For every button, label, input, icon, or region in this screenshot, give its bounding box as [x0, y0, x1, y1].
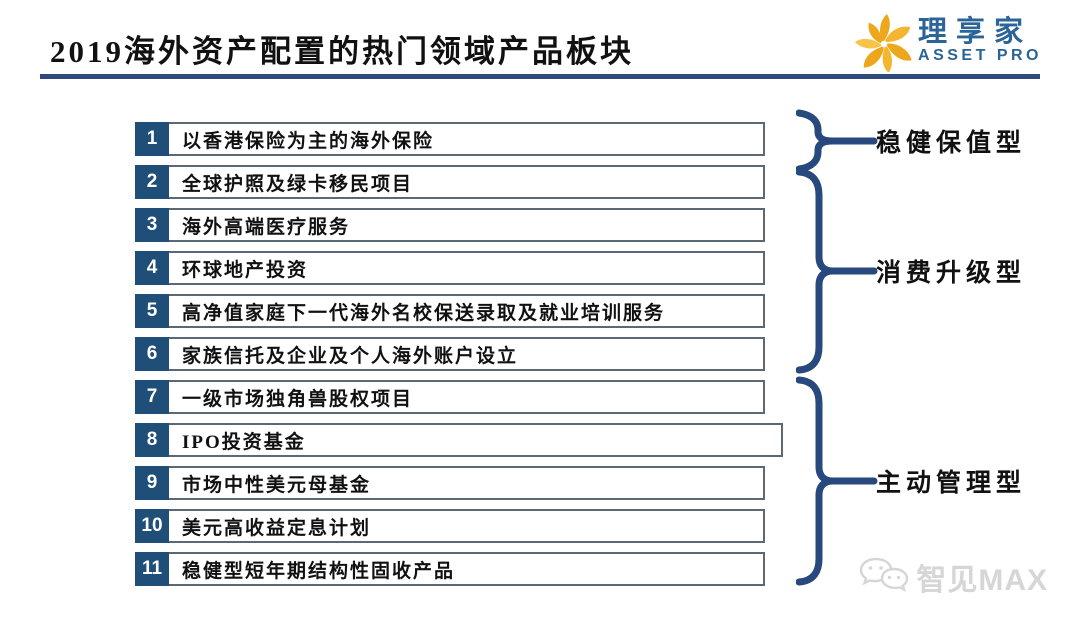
brace-group-1 — [796, 109, 878, 173]
list-item: 6 家族信托及企业及个人海外账户设立 — [135, 337, 783, 371]
wechat-bubbles-icon — [858, 556, 910, 599]
row-label: IPO投资基金 — [169, 423, 783, 457]
row-label: 稳健型短年期结构性固收产品 — [169, 552, 765, 586]
list-item: 10 美元高收益定息计划 — [135, 509, 783, 543]
brand-logo: 理享家 ASSET PRO — [854, 10, 1042, 72]
row-number-badge: 9 — [135, 466, 169, 500]
group-label-consume: 消费升级型 — [876, 260, 1027, 287]
flower-icon — [854, 10, 912, 72]
row-label: 以香港保险为主的海外保险 — [169, 122, 765, 156]
row-label: 美元高收益定息计划 — [169, 509, 765, 543]
row-label: 环球地产投资 — [169, 251, 765, 285]
row-number-badge: 11 — [135, 552, 169, 586]
group-label-stable: 稳健保值型 — [876, 130, 1027, 157]
list-item: 4 环球地产投资 — [135, 251, 783, 285]
list-item: 1 以香港保险为主的海外保险 — [135, 122, 783, 156]
row-label: 海外高端医疗服务 — [169, 208, 765, 242]
list-item: 5 高净值家庭下一代海外名校保送录取及就业培训服务 — [135, 294, 783, 328]
title-underline — [40, 74, 1040, 79]
row-label: 家族信托及企业及个人海外账户设立 — [169, 337, 765, 371]
group-label-active: 主动管理型 — [876, 470, 1027, 497]
list-item: 11 稳健型短年期结构性固收产品 — [135, 552, 783, 586]
logo-name-en: ASSET PRO — [918, 47, 1042, 65]
row-number-badge: 2 — [135, 165, 169, 199]
row-number-badge: 10 — [135, 509, 169, 543]
row-label: 市场中性美元母基金 — [169, 466, 765, 500]
list-item: 7 一级市场独角兽股权项目 — [135, 380, 783, 414]
list-item: 3 海外高端医疗服务 — [135, 208, 783, 242]
row-number-badge: 8 — [135, 423, 169, 457]
product-list: 1 以香港保险为主的海外保险 2 全球护照及绿卡移民项目 3 海外高端医疗服务 … — [135, 122, 783, 586]
row-number-badge: 3 — [135, 208, 169, 242]
row-label: 一级市场独角兽股权项目 — [169, 380, 765, 414]
brace-group-3 — [796, 376, 878, 586]
watermark: 智见MAX — [858, 555, 1048, 599]
row-number-badge: 1 — [135, 122, 169, 156]
row-number-badge: 7 — [135, 380, 169, 414]
brace-group-2 — [796, 168, 878, 374]
row-label: 高净值家庭下一代海外名校保送录取及就业培训服务 — [169, 294, 765, 328]
page-title: 2019海外资产配置的热门领域产品板块 — [50, 34, 634, 69]
row-number-badge: 6 — [135, 337, 169, 371]
list-item: 8 IPO投资基金 — [135, 423, 783, 457]
list-item: 2 全球护照及绿卡移民项目 — [135, 165, 783, 199]
row-number-badge: 5 — [135, 294, 169, 328]
row-number-badge: 4 — [135, 251, 169, 285]
list-item: 9 市场中性美元母基金 — [135, 466, 783, 500]
logo-name-cn: 理享家 — [918, 15, 1033, 48]
watermark-text: 智见MAX — [916, 564, 1048, 597]
row-label: 全球护照及绿卡移民项目 — [169, 165, 765, 199]
